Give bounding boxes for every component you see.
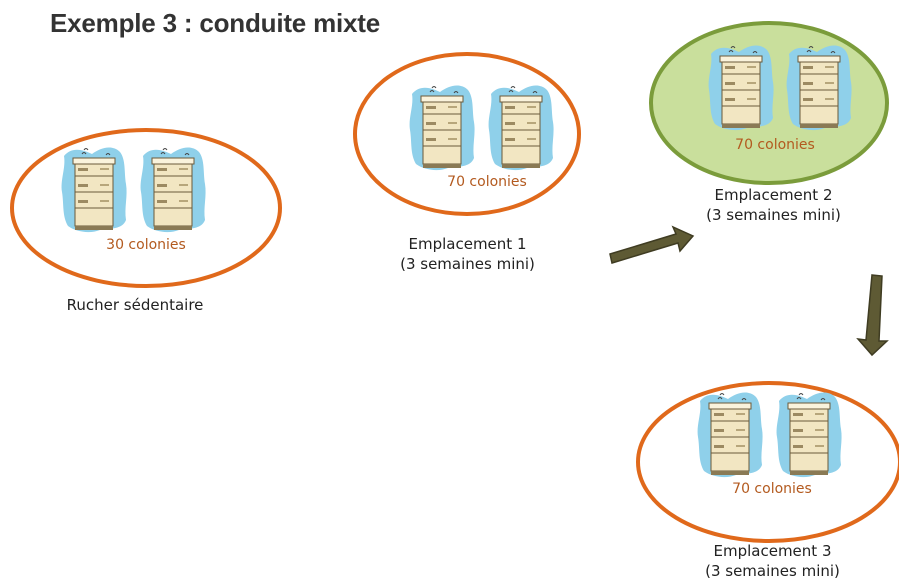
beehive-icon bbox=[697, 392, 764, 478]
beehive-icon bbox=[409, 85, 476, 171]
node-ring-e1 bbox=[353, 52, 581, 216]
node-count-sedentaire: 30 colonies bbox=[106, 237, 186, 253]
node-label-line2: (3 semaines mini) bbox=[400, 255, 535, 273]
node-count-e2: 70 colonies bbox=[735, 137, 815, 153]
node-count-e1: 70 colonies bbox=[447, 174, 527, 190]
node-label-line1: Emplacement 1 bbox=[408, 235, 527, 253]
beehive-icon bbox=[776, 392, 843, 478]
node-label-line1: Emplacement 3 bbox=[713, 542, 832, 560]
beehive-icon bbox=[488, 85, 555, 171]
node-label-line2: (3 semaines mini) bbox=[706, 206, 841, 224]
node-label-e1: Emplacement 1 (3 semaines mini) bbox=[380, 234, 555, 274]
arrow-icon bbox=[856, 274, 889, 357]
node-ring-e3 bbox=[636, 381, 899, 543]
node-label-line1: Rucher sédentaire bbox=[66, 296, 204, 314]
beehive-icon bbox=[708, 45, 775, 131]
beehive-icon bbox=[140, 147, 207, 233]
node-label-sedentaire: Rucher sédentaire bbox=[20, 295, 250, 315]
node-label-line1: Emplacement 2 bbox=[714, 186, 833, 204]
beehive-icon bbox=[61, 147, 128, 233]
node-count-e3: 70 colonies bbox=[732, 481, 812, 497]
node-label-e3: Emplacement 3 (3 semaines mini) bbox=[685, 541, 860, 581]
node-ring-sedentaire bbox=[10, 128, 282, 288]
node-label-line2: (3 semaines mini) bbox=[705, 562, 840, 580]
node-label-e2: Emplacement 2 (3 semaines mini) bbox=[686, 185, 861, 225]
beehive-icon bbox=[786, 45, 853, 131]
arrow-icon bbox=[609, 225, 695, 264]
page-title: Exemple 3 : conduite mixte bbox=[50, 8, 381, 38]
